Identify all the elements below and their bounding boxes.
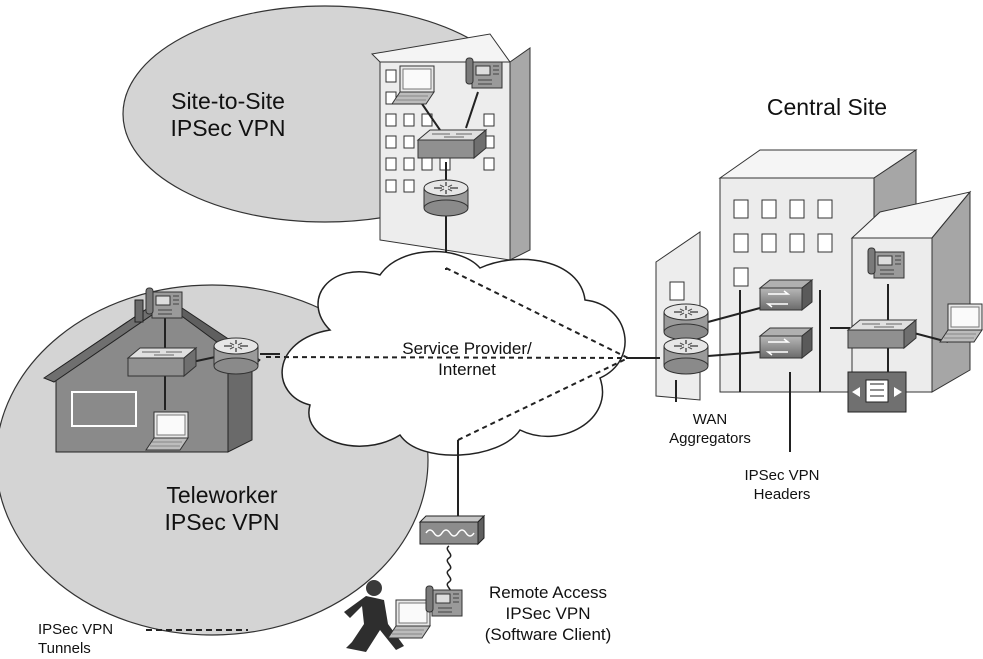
router-icon (213, 337, 259, 375)
remote-access-label: Remote Access IPSec VPN (Software Client… (484, 583, 612, 644)
switch-icon (847, 319, 917, 349)
ip-phone-icon (465, 57, 503, 89)
ip-phone-icon (425, 585, 463, 617)
teleworker-label: Teleworker IPSec VPN (164, 482, 280, 535)
router-icon (423, 179, 469, 217)
legend-label: IPSec VPN Tunnels (38, 621, 114, 657)
wan-aggregators-label: WAN Aggregators (669, 411, 751, 447)
ip-phone-icon (867, 247, 905, 279)
laptop-icon (387, 599, 431, 639)
switch-icon (127, 347, 197, 377)
branch-building-icon (370, 33, 531, 261)
cloud-label: Service Provider/ Internet (402, 339, 532, 379)
vpn-concentrator-icon (759, 327, 813, 359)
switch-icon (417, 129, 487, 159)
ipsec-tunnels (265, 267, 629, 441)
ip-phone-icon (145, 287, 183, 319)
router-icon (663, 337, 709, 375)
firewall-icon (418, 514, 486, 546)
site-to-site-label: Site-to-Site IPSec VPN (170, 88, 286, 141)
cloud-icon (281, 250, 626, 456)
router-icon (663, 303, 709, 341)
vpn-concentrator-icon (759, 279, 813, 311)
central-site-label: Central Site (766, 94, 888, 120)
vpn-headers-label: IPSec VPN Headers (744, 467, 820, 503)
call-manager-icon (847, 371, 907, 413)
